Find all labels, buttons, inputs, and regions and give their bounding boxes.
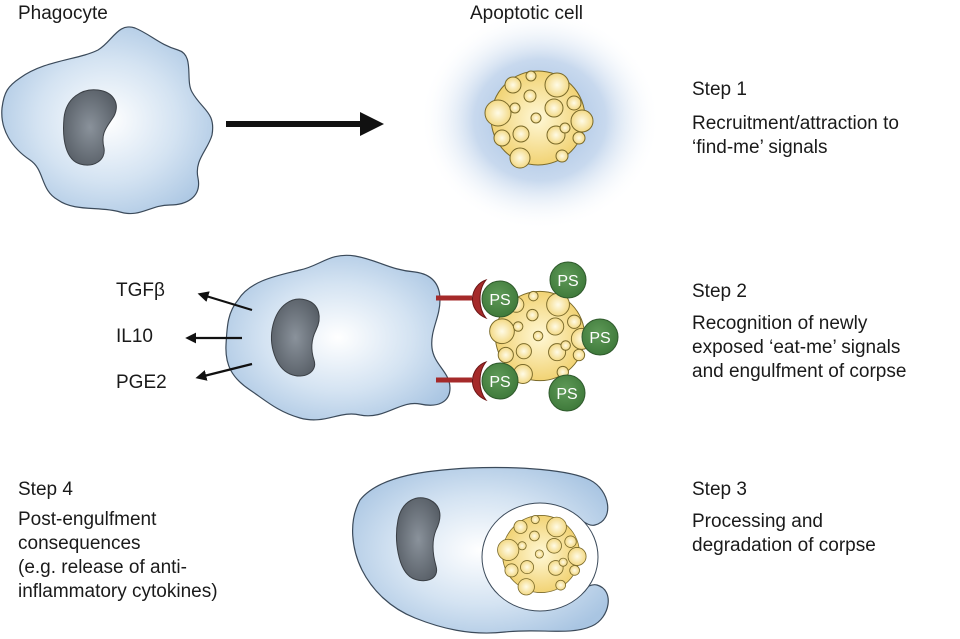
ps-marker-2: PS <box>549 261 587 299</box>
ps-marker-3: PS <box>581 318 619 356</box>
step-4-description: Post-engulfment consequences (e.g. relea… <box>18 509 218 602</box>
step-2-description: Recognition of newly exposed ‘eat-me’ si… <box>692 313 907 382</box>
tgfb-arrow <box>197 291 253 312</box>
pge2-arrow <box>195 362 253 381</box>
step-1-title: Step 1 <box>692 79 747 100</box>
ps-marker-5: PS <box>548 374 586 412</box>
cytokine-il10: IL10 <box>116 326 153 347</box>
cytokine-pge2: PGE2 <box>116 372 167 393</box>
step-2-title: Step 2 <box>692 281 747 302</box>
phagocyte-cell-step1 <box>1 26 214 215</box>
step-3-title: Step 3 <box>692 479 747 500</box>
step-4-title: Step 4 <box>18 479 73 500</box>
svg-text:PS: PS <box>557 273 578 290</box>
phagocyte-label: Phagocyte <box>18 3 108 24</box>
cytokine-tgfb: TGFβ <box>116 280 165 301</box>
receptor-top <box>436 279 488 320</box>
apoptotic-cell-step1 <box>420 10 660 230</box>
receptor-bottom <box>436 361 488 402</box>
nucleus <box>63 89 117 166</box>
svg-text:PS: PS <box>489 292 510 309</box>
nucleus <box>271 298 320 377</box>
nucleus <box>396 497 441 582</box>
phagocyte-cell-step2 <box>225 254 451 421</box>
svg-text:PS: PS <box>489 374 510 391</box>
apoptotic-cell-label: Apoptotic cell <box>470 3 584 24</box>
ps-marker-4: PS <box>481 362 519 400</box>
step-3-description: Processing and degradation of corpse <box>692 511 876 556</box>
ps-marker-1: PS <box>481 280 519 318</box>
svg-text:PS: PS <box>589 330 610 347</box>
svg-text:PS: PS <box>556 386 577 403</box>
step-1-description: Recruitment/attraction to ‘find-me’ sign… <box>692 113 899 158</box>
